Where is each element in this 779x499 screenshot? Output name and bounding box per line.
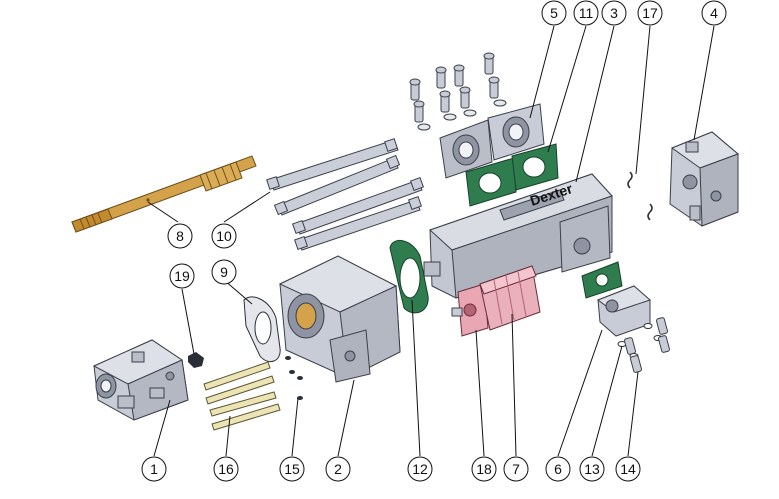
svg-text:11: 11 (579, 5, 594, 21)
callout-2: 2 (325, 456, 351, 482)
svg-text:1: 1 (150, 461, 158, 477)
svg-text:13: 13 (584, 461, 600, 477)
part-8-drive-shaft (71, 155, 257, 233)
svg-text:12: 12 (412, 461, 428, 477)
callout-14: 14 (615, 456, 641, 482)
svg-text:7: 7 (512, 461, 520, 477)
callout-7: 7 (503, 456, 529, 482)
part-5-flange-bolts (409, 52, 507, 131)
callout-17: 17 (637, 0, 663, 26)
part-10-tie-rods (266, 138, 425, 251)
callout-9: 9 (211, 259, 237, 285)
callout-15: 15 (279, 456, 305, 482)
callout-3: 3 (601, 0, 627, 26)
part-12-gasket (389, 240, 429, 314)
svg-text:14: 14 (620, 461, 636, 477)
svg-text:10: 10 (216, 228, 232, 244)
callout-18: 18 (471, 456, 497, 482)
svg-text:6: 6 (554, 461, 562, 477)
svg-text:18: 18 (476, 461, 492, 477)
svg-text:9: 9 (220, 264, 228, 280)
callout-10: 10 (211, 223, 237, 249)
callout-11: 11 (573, 0, 599, 26)
part-6-rear-cover (596, 285, 651, 337)
part-7-gear-pump (451, 265, 541, 331)
svg-text:4: 4 (710, 5, 718, 21)
svg-text:8: 8 (176, 228, 184, 244)
svg-text:16: 16 (218, 461, 234, 477)
part-16-long-bolts (203, 361, 281, 431)
part-4-end-cover (669, 131, 739, 227)
callout-16: 16 (213, 456, 239, 482)
callout-4: 4 (701, 0, 727, 26)
callout-13: 13 (579, 456, 605, 482)
part-5-flanges (439, 103, 545, 179)
svg-text:2: 2 (334, 461, 342, 477)
svg-text:15: 15 (284, 461, 300, 477)
part-6-rear-gasket (581, 261, 623, 299)
leader-lines (147, 25, 715, 457)
part-1-front-cover (92, 339, 189, 421)
svg-text:5: 5 (550, 5, 558, 21)
part-3-main-housing (423, 173, 613, 299)
svg-text:3: 3 (610, 5, 618, 21)
svg-text:17: 17 (642, 5, 658, 21)
callout-8: 8 (167, 223, 193, 249)
callout-1: 1 (141, 456, 167, 482)
callout-6: 6 (545, 456, 571, 482)
part-17-clips (627, 171, 653, 221)
svg-text:19: 19 (174, 268, 190, 284)
part-18-pump-plate (457, 283, 489, 337)
part-2-pump-body (278, 255, 401, 383)
part-14-bolts (624, 317, 670, 373)
part-19-nut (188, 352, 204, 368)
callout-12: 12 (407, 456, 433, 482)
part-9-gasket (243, 296, 281, 363)
part-15-seals (285, 356, 303, 400)
callout-19: 19 (169, 263, 195, 289)
callout-5: 5 (541, 0, 567, 26)
part-11-gaskets (465, 143, 559, 207)
